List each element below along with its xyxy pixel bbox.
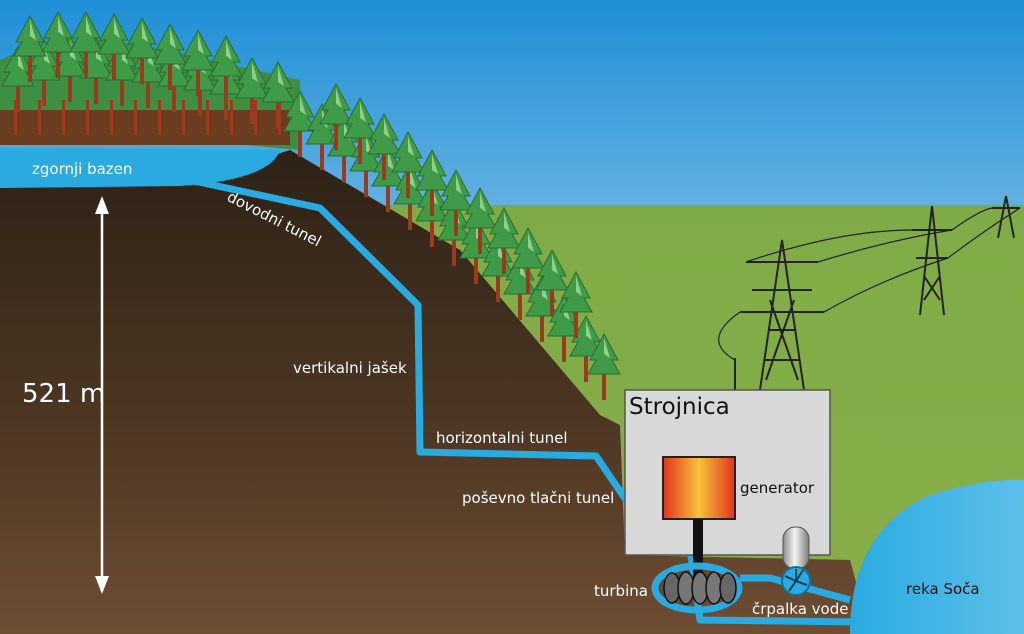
- generator-label: generator: [740, 479, 815, 497]
- turbine-shaft: [693, 519, 703, 584]
- vertical-shaft-label: vertikalni jašek: [293, 359, 407, 377]
- river-label: reka Soča: [906, 580, 980, 598]
- transmission-tower-icon: [718, 195, 1021, 391]
- river: [850, 479, 1024, 634]
- forest: [0, 11, 621, 401]
- earth-cross-section: [0, 150, 870, 634]
- upper-reservoir-label: zgornji bazen: [32, 160, 132, 178]
- turbine-icon: [651, 562, 743, 614]
- turbine-label: turbina: [594, 582, 648, 600]
- inclined-pressure-tunnel-label: poševno tlačni tunel: [462, 489, 614, 507]
- pump-icon: [781, 526, 811, 596]
- powerhouse-label: Strojnica: [629, 394, 730, 420]
- horizontal-tunnel-label: horizontalni tunel: [436, 429, 568, 447]
- water-pump-label: črpalka vode: [752, 600, 848, 618]
- double-arrow-icon: [95, 196, 109, 594]
- pump-return-pipe: [740, 574, 851, 604]
- height-label: 521 m: [22, 379, 105, 409]
- generator: [662, 456, 736, 520]
- upper-reservoir: [0, 148, 280, 188]
